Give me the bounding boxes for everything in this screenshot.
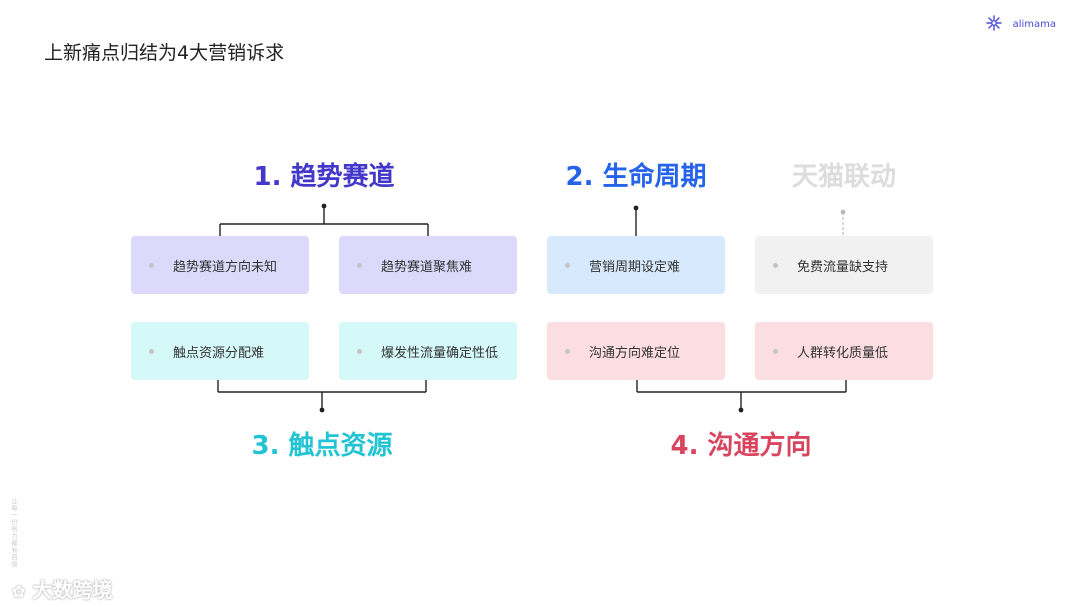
logo-text: alimama: [1012, 19, 1056, 30]
alimama-logo: alimama: [985, 12, 1056, 31]
bullet-dot: [149, 263, 154, 268]
bullet-dot: [565, 263, 570, 268]
box-label: 免费流量缺支持: [797, 260, 889, 275]
heading-trend: 1. 趋势赛道: [253, 162, 395, 192]
heading-lifecycle: 2. 生命周期: [565, 162, 707, 192]
box-free-traffic-lacking: 免费流量缺支持: [755, 236, 933, 294]
box-label: 爆发性流量确定性低: [381, 346, 499, 361]
bullet-dot: [357, 263, 362, 268]
box-label: 人群转化质量低: [797, 346, 889, 361]
heading-touchpoint: 3. 触点资源: [251, 431, 393, 461]
box-label: 营销周期设定难: [589, 260, 681, 275]
box-lifecycle-setting-hard: 营销周期设定难: [547, 236, 725, 294]
box-touchpoint-allocation-hard: 触点资源分配难: [131, 322, 309, 380]
box-crowd-conversion-low: 人群转化质量低: [755, 322, 933, 380]
box-burst-traffic-uncertain: 爆发性流量确定性低: [339, 322, 517, 380]
box-label: 趋势赛道方向未知: [173, 260, 278, 275]
bullet-dot: [773, 349, 778, 354]
bullet-dot: [357, 349, 362, 354]
box-trend-focus-hard: 趋势赛道聚焦难: [339, 236, 517, 294]
watermark-side-text: 让每一份努力都有回报: [10, 498, 17, 568]
box-communication-direction-hard: 沟通方向难定位: [547, 322, 725, 380]
bullet-dot: [565, 349, 570, 354]
bullet-dot: [773, 263, 778, 268]
watermark-main: ✿ 大数跨境: [12, 574, 112, 603]
box-label: 触点资源分配难: [173, 346, 265, 361]
heading-tmall: 天猫联动: [791, 162, 897, 192]
alimama-logo-icon: [986, 14, 1003, 31]
watermark-logo-icon: ✿: [12, 582, 26, 601]
box-trend-direction-unknown: 趋势赛道方向未知: [131, 236, 309, 294]
box-label: 沟通方向难定位: [589, 346, 681, 361]
heading-communication: 4. 沟通方向: [670, 431, 812, 461]
slide-title: 上新痛点归结为4大营销诉求: [44, 42, 285, 64]
watermark-main-text: 大数跨境: [32, 578, 113, 602]
bullet-dot: [149, 349, 154, 354]
box-label: 趋势赛道聚焦难: [381, 260, 473, 275]
